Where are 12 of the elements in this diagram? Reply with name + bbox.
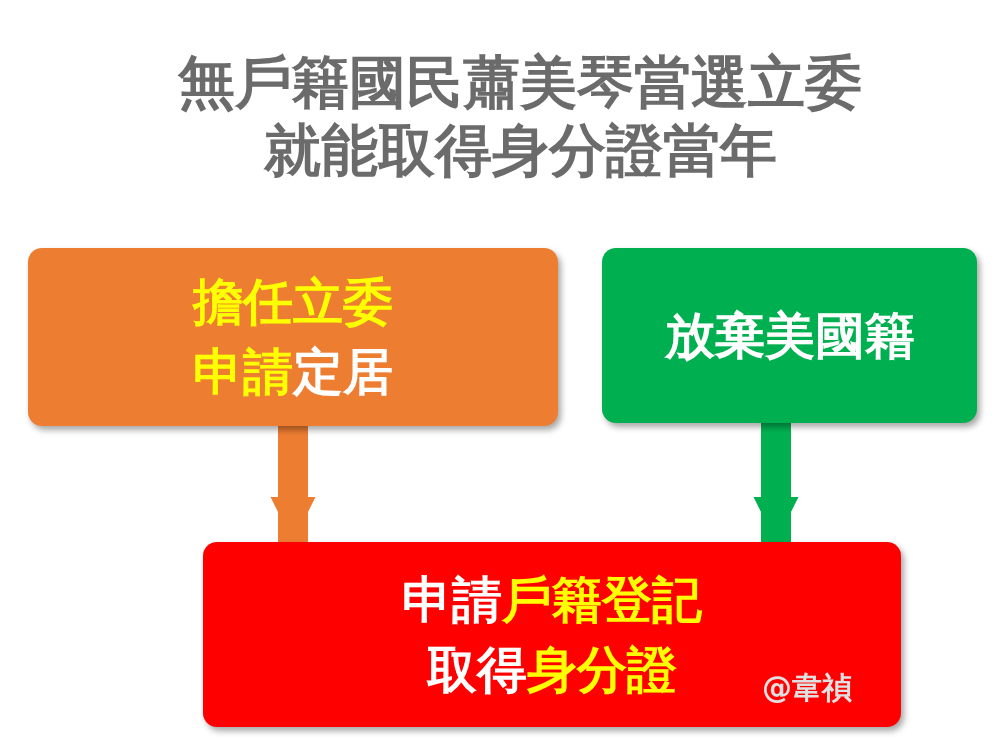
- arrow: [270, 426, 316, 542]
- box-text: 申請定居: [193, 342, 393, 403]
- arrow: [753, 423, 799, 542]
- box-text: 取得身分證: [427, 639, 677, 701]
- box-text: 放棄美國籍: [664, 305, 915, 367]
- process-box: [203, 542, 901, 727]
- box-text: 申請戶籍登記: [402, 569, 702, 631]
- process-box: [28, 248, 558, 426]
- title: 無戶籍國民蕭美琴當選立委就能取得身分證當年: [176, 48, 863, 184]
- signature-text: @韋禎: [762, 669, 852, 707]
- process-box: [602, 248, 977, 423]
- box-text: 擔任立委: [193, 272, 393, 333]
